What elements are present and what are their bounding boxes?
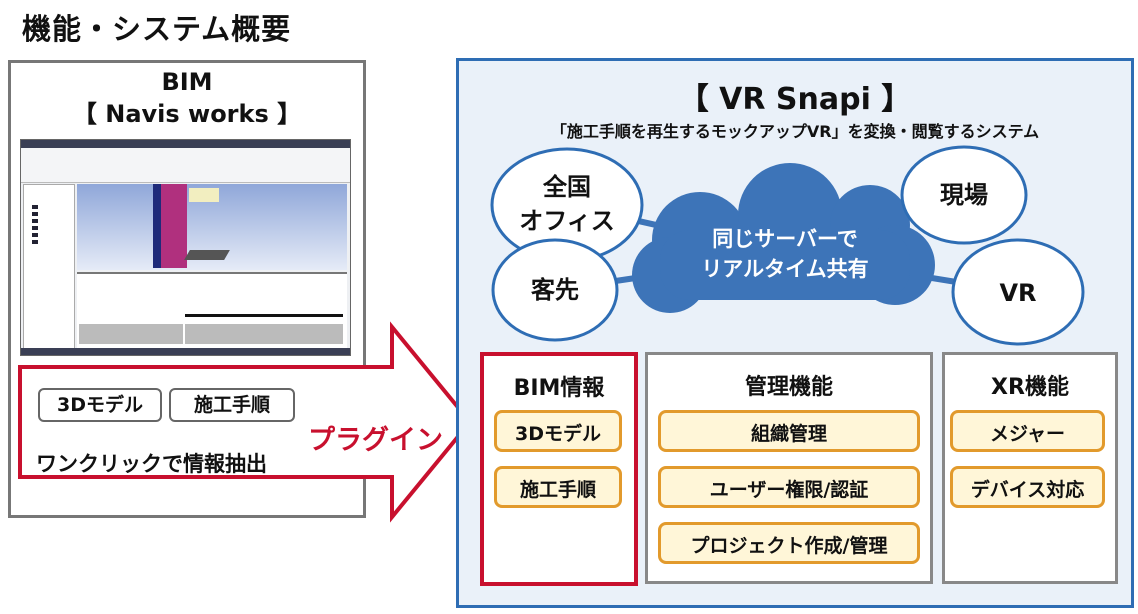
navisworks-label: 【 Navis works 】 [72, 100, 302, 128]
bim-heading: BIM 【 Navis works 】 [8, 66, 366, 130]
bim-info-title: BIM情報 [513, 376, 605, 401]
cloud-label: 同じサーバーで リアルタイム共有 [660, 224, 910, 284]
status-bar [21, 348, 350, 355]
xr-measure: メジャー [950, 410, 1105, 452]
bim-info-3d-model: 3Dモデル [494, 410, 622, 452]
xr-title: XR機能 [991, 375, 1069, 400]
org-management: 組織管理 [658, 410, 920, 452]
management-title: 管理機能 [744, 375, 833, 400]
selection-tree [23, 184, 75, 351]
office-label: 全国 オフィス [492, 170, 642, 238]
node-site [900, 145, 1028, 245]
page-title: 機能・システム概要 [22, 12, 292, 46]
node-vr [951, 238, 1085, 346]
office-label-line2: オフィス [519, 207, 615, 235]
bim-3d-model-chip: 3Dモデル [38, 388, 162, 422]
vr-snapi-title: 【 VR Snapi 】 [678, 82, 912, 117]
window-titlebar [21, 140, 350, 148]
node-client [491, 238, 619, 342]
cloud-icon [632, 163, 935, 313]
ribbon [21, 148, 350, 183]
plugin-label: プラグイン [308, 425, 443, 456]
bim-construction-steps-chip: 施工手順 [169, 388, 295, 422]
office-label-line1: 全国 [543, 173, 591, 201]
cloud-label-line1: 同じサーバーで [712, 227, 858, 251]
one-click-caption: ワンクリックで情報抽出 [36, 452, 267, 476]
xr-device-support: デバイス対応 [950, 466, 1105, 508]
vr-label: VR [999, 279, 1037, 307]
bim-info-construction-steps: 施工手順 [494, 466, 622, 508]
bim-label: BIM [161, 68, 213, 96]
timeliner-panel [77, 272, 347, 348]
client-label: 客先 [531, 276, 579, 304]
user-permissions: ユーザー権限/認証 [658, 466, 920, 508]
3d-viewport [77, 184, 347, 270]
vr-snapi-subtitle: 「施工手順を再生するモックアップVR」を変換・閲覧するシステム [550, 122, 1040, 141]
site-label: 現場 [940, 181, 988, 209]
navisworks-screenshot [20, 139, 351, 356]
cloud-label-line2: リアルタイム共有 [701, 257, 869, 281]
project-management: プロジェクト作成/管理 [658, 522, 920, 564]
